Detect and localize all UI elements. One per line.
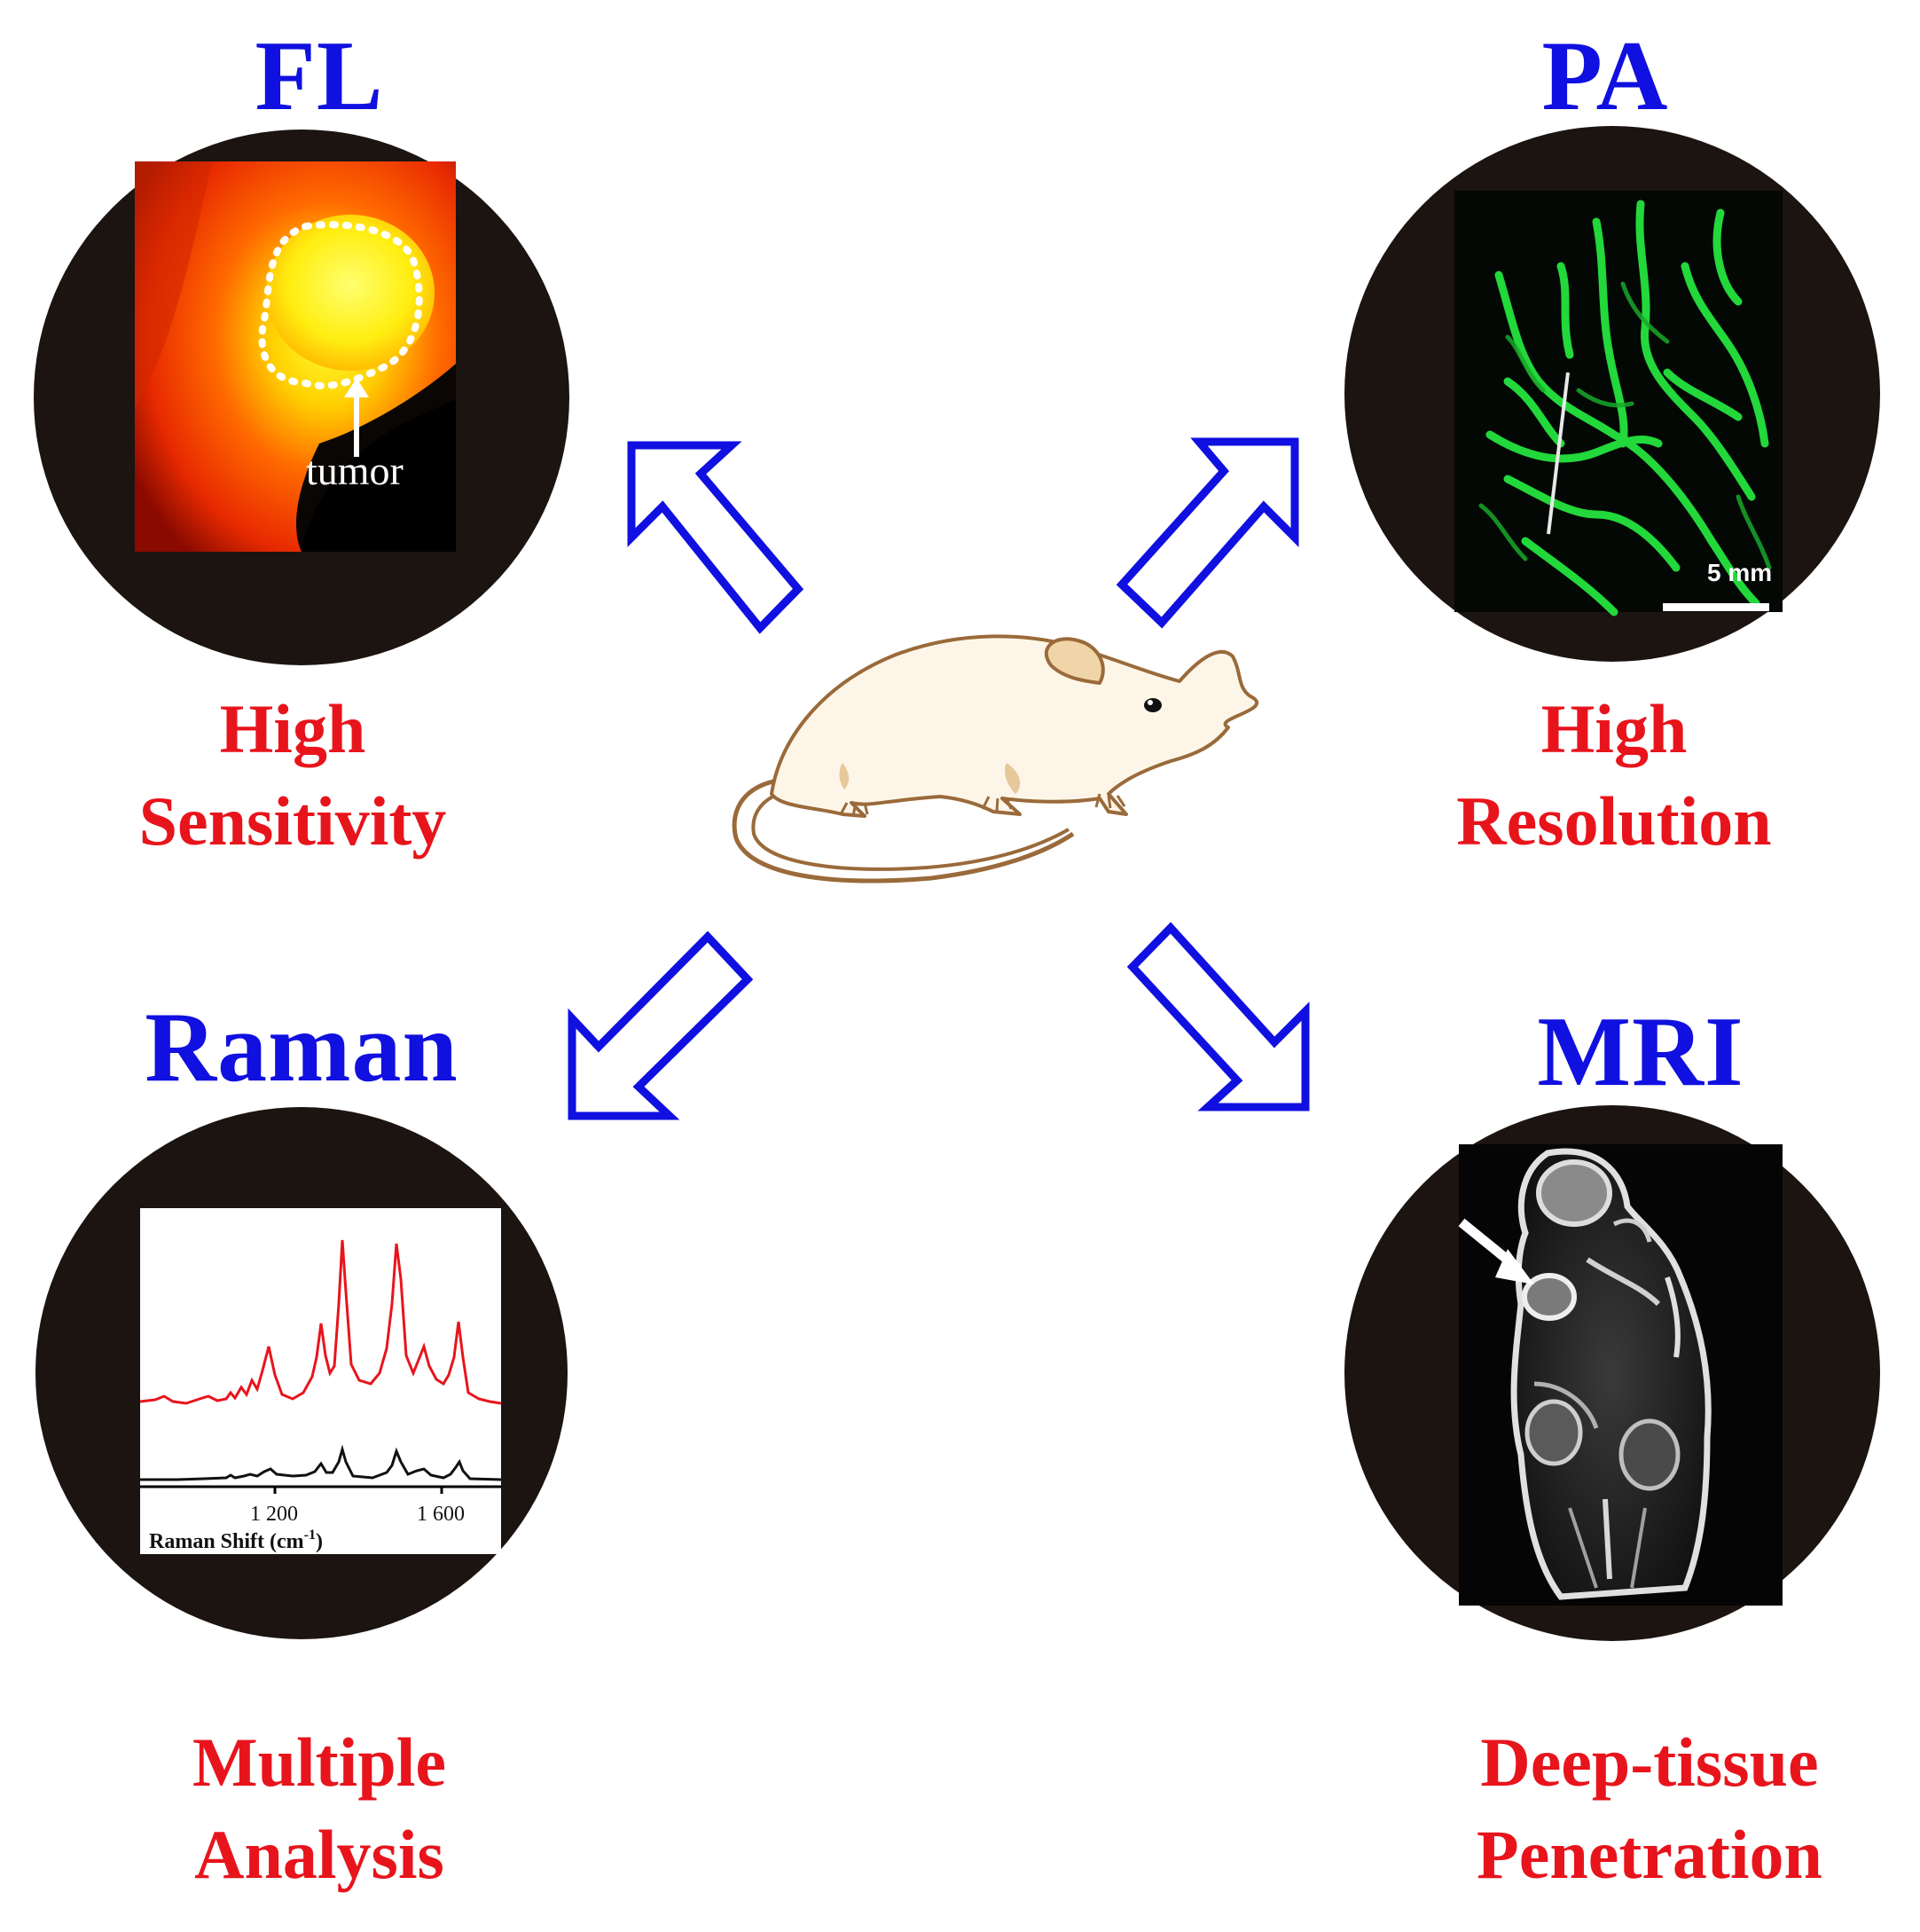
pa-panel: 5 mm: [1344, 126, 1880, 662]
tumor-arrow-head: [344, 378, 369, 397]
fl-caption-line1: High: [219, 690, 366, 767]
mri-title: MRI: [1537, 997, 1744, 1107]
fl-panel: tumor: [34, 130, 569, 665]
fl-caption-line2: Sensitivity: [138, 782, 447, 860]
raman-axis-label-main: Raman Shift (cm: [149, 1530, 304, 1553]
raman-axis-label: Raman Shift (cm-1): [149, 1528, 323, 1553]
fl-caption: High Sensitivity: [71, 683, 514, 868]
pa-scale-label: 5 mm: [1707, 559, 1772, 586]
raman-title: Raman: [145, 993, 458, 1103]
arrow-to-pa[interactable]: [1116, 437, 1299, 629]
arrow-to-raman[interactable]: [568, 931, 754, 1120]
mouse-eye: [1144, 698, 1162, 712]
mouse-tail-outer: [732, 776, 1075, 884]
pa-caption-line2: Resolution: [1456, 782, 1772, 860]
mri-arrow-head: [1495, 1249, 1534, 1284]
tumor-outline: [258, 221, 423, 389]
mouse-illustration: [732, 634, 1259, 884]
raman-caption-line2: Analysis: [194, 1816, 444, 1893]
raman-tick-1200: 1 200: [250, 1503, 298, 1526]
raman-caption: Multiple Analysis: [98, 1716, 541, 1901]
arrow-to-mri[interactable]: [1126, 922, 1310, 1111]
mouse-body: [770, 634, 1259, 818]
raman-spectrum-red: [139, 1239, 502, 1405]
raman-tick-1600: 1 600: [417, 1503, 465, 1526]
raman-axis-label-end: ): [316, 1530, 323, 1553]
fl-title: FL: [255, 21, 384, 131]
mri-caption-line1: Deep-tissue: [1480, 1724, 1819, 1801]
raman-panel: 1 200 1 600 Raman Shift (cm-1): [35, 1107, 568, 1639]
pa-caption: High Resolution: [1392, 683, 1836, 868]
arrow-to-fl[interactable]: [627, 441, 804, 634]
mri-caption: Deep-tissue Penetration: [1410, 1716, 1889, 1901]
pa-profile-line: [1547, 372, 1570, 535]
mri-panel: [1344, 1105, 1880, 1641]
pa-caption-line1: High: [1540, 690, 1688, 767]
pa-title: PA: [1541, 21, 1669, 131]
fl-image: [135, 161, 456, 552]
pa-scale-bar: [1663, 603, 1769, 611]
raman-spectrum-black: [140, 1444, 502, 1481]
raman-axis-label-sup: -1: [304, 1528, 316, 1543]
mouse-tail-inner: [751, 785, 1070, 871]
mouse-ear: [1044, 637, 1105, 685]
pa-vessels: [1485, 200, 1769, 617]
arrows: [568, 437, 1310, 1120]
mri-caption-line2: Penetration: [1477, 1816, 1822, 1893]
raman-caption-line1: Multiple: [192, 1724, 446, 1801]
tumor-label: tumor: [306, 448, 404, 493]
